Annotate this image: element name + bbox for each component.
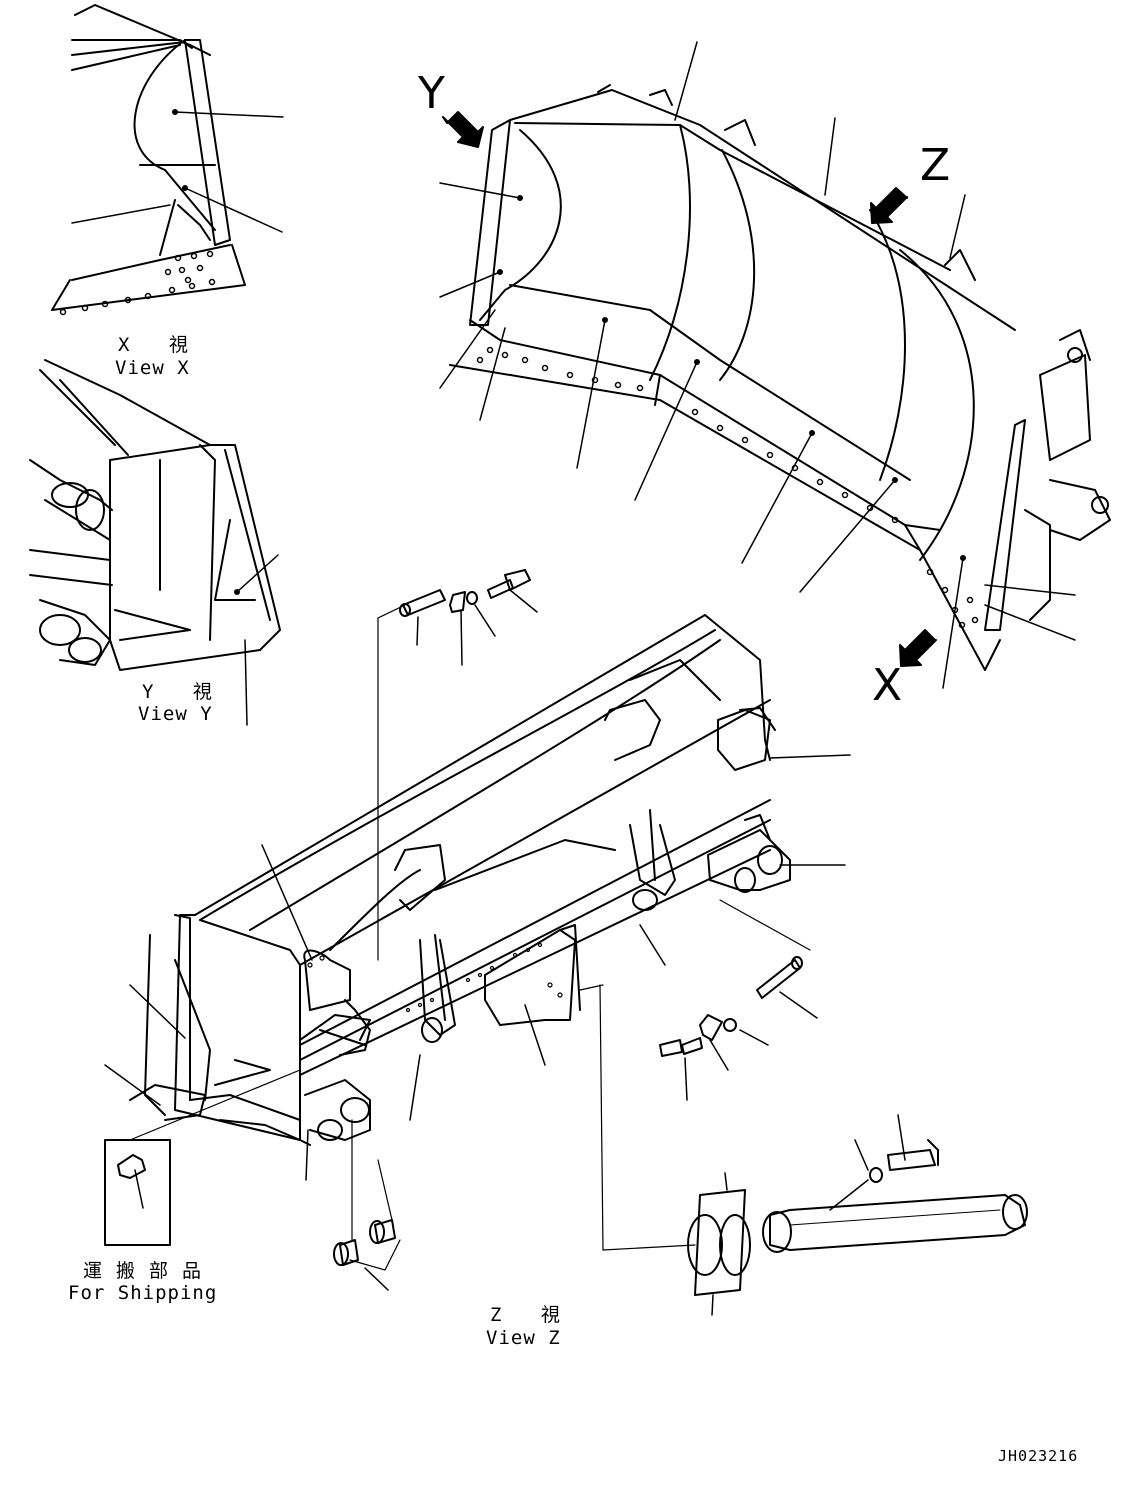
- bushings: [334, 1120, 400, 1290]
- view-y-label-jp: Y 視: [142, 681, 226, 703]
- washer-lower: [724, 1019, 768, 1045]
- bucket-front-view: [440, 42, 1110, 688]
- drawing-code: JH023216: [998, 1447, 1079, 1465]
- arrow-y-letter: Y: [418, 68, 445, 119]
- view-x-holes: [61, 252, 215, 315]
- bolt-lower: [660, 1038, 702, 1100]
- arrow-x-letter: X: [872, 660, 903, 711]
- arrow-y-icon: [443, 112, 483, 147]
- shipping-label-jp: 運搬部品: [83, 1260, 216, 1282]
- pin-lower-right: [757, 957, 817, 1018]
- view-z-holes: [308, 944, 562, 1012]
- washer-upper: [467, 592, 495, 636]
- lock-plate-upper: [450, 592, 465, 665]
- view-x-label-en: View X: [115, 357, 190, 379]
- view-y-label-en: View Y: [138, 703, 213, 725]
- arrow-z-letter: Z: [920, 140, 951, 191]
- lock-plate-lower: [700, 1015, 728, 1070]
- arrow-z-icon: [871, 188, 907, 223]
- view-x-detail: [52, 5, 283, 315]
- arrow-x-icon: [900, 630, 936, 666]
- shaft: [763, 1115, 1027, 1252]
- shipping-label-en: For Shipping: [68, 1282, 218, 1304]
- view-z-bucket: [130, 615, 790, 1145]
- shipping-part: [105, 1070, 300, 1245]
- bolt-upper: [488, 570, 537, 612]
- view-x-label-jp: X 視: [118, 334, 202, 356]
- view-z-label-en: View Z: [486, 1327, 561, 1349]
- shims: [580, 985, 750, 1315]
- view-y-detail: [30, 360, 280, 725]
- pin-upper-left: [400, 590, 445, 645]
- view-z-label-jp: Z 視: [490, 1304, 574, 1326]
